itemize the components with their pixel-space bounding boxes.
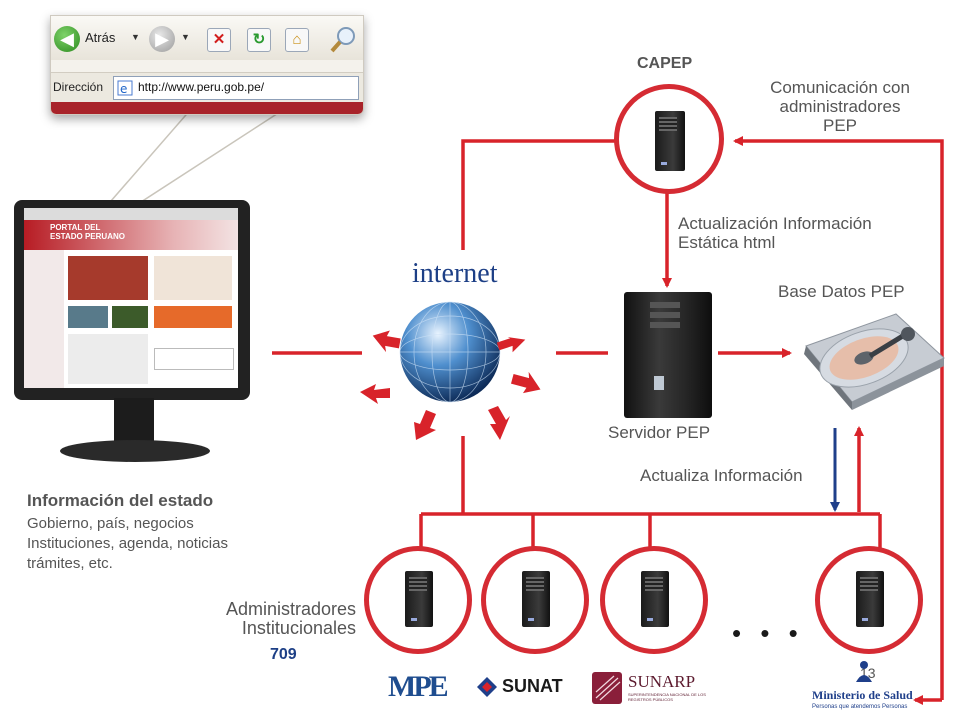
admin-server-node [600,546,708,654]
internet-label: internet [412,258,498,289]
screen-toolbar [24,208,238,220]
server-icon [856,571,884,627]
comm-line: PEP [822,116,858,135]
address-input[interactable]: e http://www.peru.gob.pe/ [113,76,359,100]
admin-server-node [364,546,472,654]
sunat-logo-text: SUNAT [502,676,563,696]
portal-sidebar [24,250,64,388]
back-button-label[interactable]: Atrás [85,30,116,45]
sunat-logo: SUNAT [476,674,584,700]
svg-text:e: e [120,82,127,96]
portal-content [68,334,148,384]
comm-line: Comunicación con [770,78,910,97]
portal-photo [68,256,148,300]
capep-server-node [614,84,724,194]
sunat-emblem-icon [477,677,497,697]
monitor-screen: PORTAL DEL ESTADO PERUANO [24,208,238,388]
portal-header: PORTAL DEL ESTADO PERUANO [24,220,238,250]
sunarp-subtitle: SUPERINTENDENCIA NACIONAL DE LOS REGISTR… [628,692,706,702]
server-icon [522,571,550,627]
monitor-stand [114,398,154,446]
address-label: Dirección [53,80,104,94]
update-line: Actualización Información [678,214,872,233]
forward-arrow-icon[interactable]: ▶ [149,26,175,52]
minsa-logo: Ministerio de Salud Personas que atendem… [810,660,914,716]
minsa-subtitle: Personas que atendemos Personas [812,704,908,710]
minsa-people-icon [856,661,872,682]
comm-label: Comunicación con administradores PEP [760,78,920,135]
admins-line: Institucionales [241,618,356,638]
update-line: Estática html [678,233,776,252]
mpe-logo-text: MPE [388,670,449,703]
chevron-down-icon[interactable]: ▼ [131,32,140,42]
number-709: 709 [270,646,297,663]
portal-seace-banner [154,348,234,370]
admins-label: Administradores Institucionales [212,600,356,638]
portal-banner [154,306,232,328]
db-label: Base Datos PEP [778,282,905,301]
actualiza-label: Actualiza Información [640,466,803,485]
address-bar: Dirección e http://www.peru.gob.pe/ [51,72,363,103]
admin-server-node [815,546,923,654]
pep-server-icon [624,292,712,418]
monitor-base [60,440,210,462]
power-button-icon [654,376,664,390]
comm-line: administradores [779,97,901,116]
portal-banner [112,306,148,328]
browser-callout: ◀ Atrás ▼ ▶ ▼ ✕ ↻ ⌂ Dirección e http://w… [50,15,364,115]
page-header-strip [51,102,363,114]
refresh-icon[interactable]: ↻ [247,28,271,52]
sunarp-emblem-icon [592,672,622,704]
chevron-down-icon[interactable]: ▼ [181,32,190,42]
update-label: Actualización Información Estática html [678,214,872,252]
capep-label: CAPEP [637,55,693,72]
back-arrow-icon[interactable]: ◀ [54,26,80,52]
home-icon[interactable]: ⌂ [285,28,309,52]
sunarp-logo: SUNARP SUPERINTENDENCIA NACIONAL DE LOS … [590,666,714,708]
ie-page-icon: e [117,80,133,96]
search-icon[interactable] [329,24,359,54]
portal-title: PORTAL DEL ESTADO PERUANO [50,223,125,241]
hard-disk-icon [804,313,945,410]
server-icon [405,571,433,627]
server-icon [641,571,669,627]
drive-slot [650,312,680,318]
url-text: http://www.peru.gob.pe/ [138,80,265,94]
stop-icon[interactable]: ✕ [207,28,231,52]
admins-line: Administradores [225,599,356,619]
mpe-logo: MPE [388,668,449,706]
info-line: trámites, etc. [27,555,113,572]
globe-icon [360,301,541,440]
ellipsis: • • • [732,618,804,648]
server-icon [655,111,685,171]
server-label: Servidor PEP [608,423,711,442]
portal-banner [68,306,108,328]
sunarp-logo-text: SUNARP [628,672,696,691]
info-line: Instituciones, agenda, noticias [27,535,228,552]
drive-slot [650,322,680,328]
portal-news [154,256,232,300]
drive-slot [650,302,680,308]
info-heading: Información del estado [27,491,214,510]
info-line: Gobierno, país, negocios [27,515,194,532]
browser-toolbar: ◀ Atrás ▼ ▶ ▼ ✕ ↻ ⌂ [51,16,363,60]
admin-server-node [481,546,589,654]
minsa-logo-text: Ministerio de Salud [812,688,913,702]
